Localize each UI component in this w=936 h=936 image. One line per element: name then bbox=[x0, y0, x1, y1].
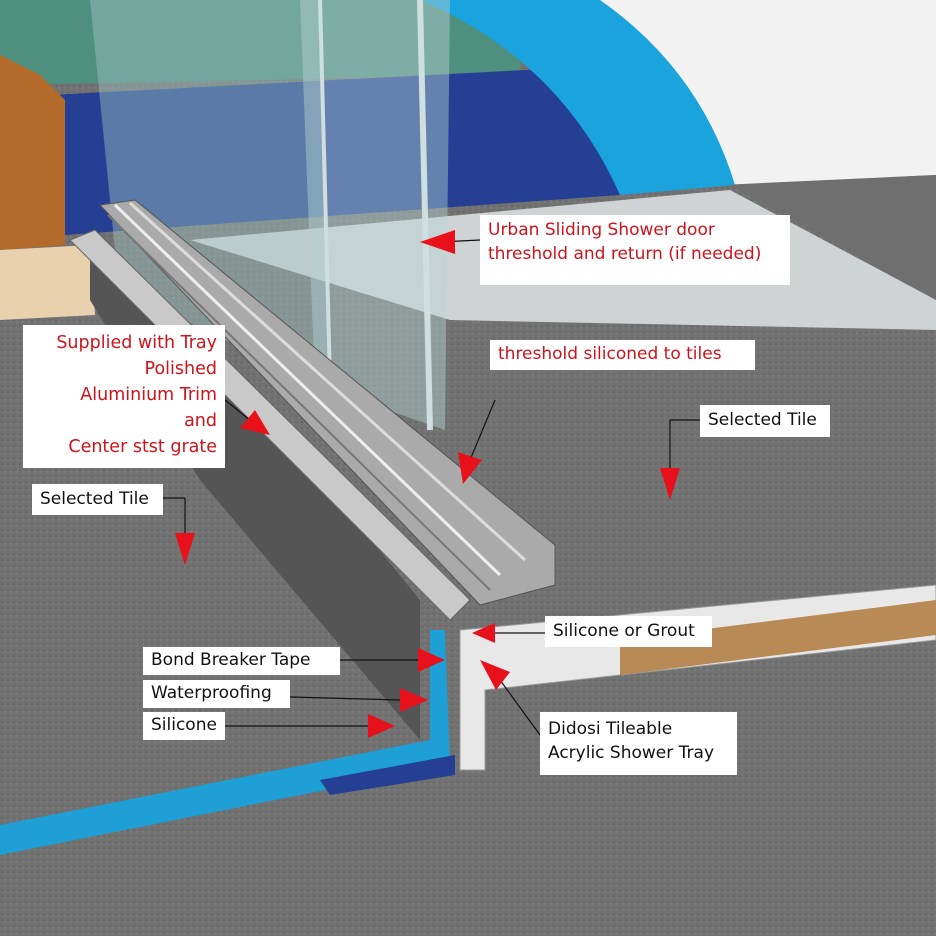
blue-wall bbox=[50, 65, 620, 235]
label-line: Silicone or Grout bbox=[553, 621, 695, 641]
tile-far bbox=[730, 175, 936, 300]
label-line: threshold siliconed to tiles bbox=[498, 344, 722, 364]
label-threshold-siliconed: threshold siliconed to tiles bbox=[490, 340, 755, 370]
label-line: Aluminium Trim bbox=[80, 385, 217, 405]
curved-panel bbox=[420, 0, 735, 195]
label-line: Urban Sliding Shower door bbox=[488, 220, 715, 240]
timber-batten bbox=[620, 600, 936, 675]
white-wall bbox=[600, 0, 936, 185]
label-line: and bbox=[184, 411, 217, 431]
label-line: threshold and return (if needed) bbox=[488, 244, 762, 264]
cabinet bbox=[0, 55, 65, 250]
label-silicone: Silicone bbox=[143, 712, 225, 740]
glass-panel bbox=[300, 0, 450, 430]
label-line: Waterproofing bbox=[151, 683, 272, 703]
label-line: Polished bbox=[144, 359, 217, 379]
label-line: Silicone bbox=[151, 715, 217, 735]
label-line: Selected Tile bbox=[40, 489, 149, 509]
waterproofing-membrane bbox=[0, 630, 450, 855]
label-urban-threshold: Urban Sliding Shower door threshold and … bbox=[480, 215, 790, 285]
label-line: Bond Breaker Tape bbox=[151, 650, 311, 670]
label-selected-tile-left: Selected Tile bbox=[32, 484, 163, 515]
label-line: Center stst grate bbox=[68, 437, 217, 457]
label-silicone-grout: Silicone or Grout bbox=[545, 616, 712, 647]
back-wall bbox=[0, 0, 520, 85]
waterproofing-base bbox=[320, 755, 455, 795]
label-selected-tile-right: Selected Tile bbox=[700, 405, 830, 437]
label-didosi-tray: Didosi Tileable Acrylic Shower Tray bbox=[540, 712, 737, 775]
label-waterproofing: Waterproofing bbox=[143, 680, 290, 708]
cabinet-base bbox=[0, 245, 95, 320]
label-line: Supplied with Tray bbox=[56, 333, 217, 353]
label-supplied-trim: Supplied with Tray Polished Aluminium Tr… bbox=[23, 325, 225, 468]
label-bond-breaker: Bond Breaker Tape bbox=[143, 647, 340, 675]
label-line: Didosi Tileable bbox=[548, 719, 673, 739]
label-line: Acrylic Shower Tray bbox=[548, 743, 714, 763]
label-line: Selected Tile bbox=[708, 410, 817, 430]
